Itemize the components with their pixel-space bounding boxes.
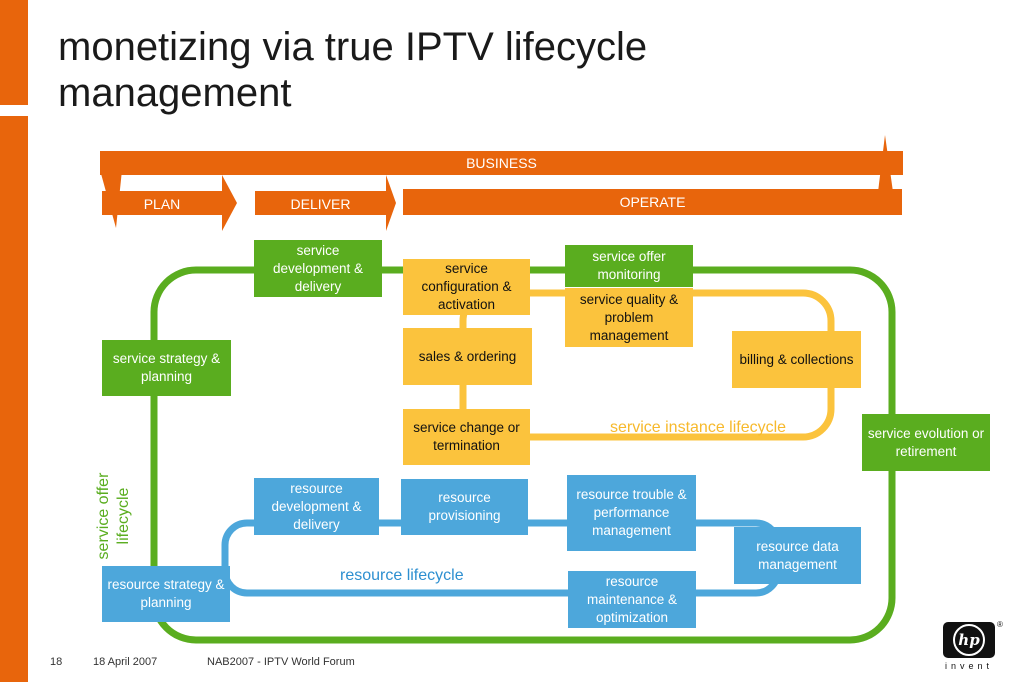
resource-lifecycle-label: resource lifecycle xyxy=(340,567,464,584)
resource-maintenance-box: resource maintenance & optimization xyxy=(568,571,696,628)
service-offer-monitoring-box: service offer monitoring xyxy=(565,245,693,287)
billing-box: billing & collections xyxy=(732,331,861,388)
deliver-label: DELIVER xyxy=(290,196,351,212)
plan-arrow-head xyxy=(222,175,237,231)
registered-mark: ® xyxy=(997,620,1003,629)
operate-bar: OPERATE xyxy=(403,189,902,215)
plan-bar: PLAN xyxy=(102,191,222,215)
service-offer-lifecycle-label: service offer lifecycle xyxy=(95,472,132,560)
page-number: 18 xyxy=(50,656,63,668)
resource-trouble-box: resource trouble & performance managemen… xyxy=(567,475,696,551)
page-title: monetizing via true IPTV lifecycle manag… xyxy=(58,25,648,115)
sales-ordering-box: sales & ordering xyxy=(403,328,532,385)
side-accent-top xyxy=(0,0,28,105)
service-strategy-box: service strategy & planning xyxy=(102,340,231,396)
service-quality-box: service quality & problem management xyxy=(565,288,693,347)
service-configuration-box: service configuration & activation xyxy=(403,259,530,315)
service-development-box: service development & delivery xyxy=(254,240,382,297)
resource-data-box: resource data management xyxy=(734,527,861,584)
business-bar: BUSINESS xyxy=(100,151,903,175)
footer-event: NAB2007 - IPTV World Forum xyxy=(207,656,355,668)
service-instance-lifecycle-label: service instance lifecycle xyxy=(610,419,787,436)
footer-date: 18 April 2007 xyxy=(93,656,158,668)
deliver-arrow-head xyxy=(386,175,396,231)
hp-invent-tagline: invent xyxy=(945,661,994,671)
operate-label: OPERATE xyxy=(619,194,686,210)
resource-development-box: resource development & delivery xyxy=(254,478,379,535)
business-label: BUSINESS xyxy=(466,155,537,171)
plan-label: PLAN xyxy=(143,196,181,212)
service-evolution-box: service evolution or retirement xyxy=(862,414,990,471)
resource-provisioning-box: resource provisioning xyxy=(401,479,528,535)
hp-logo-mark: hp xyxy=(953,624,985,656)
side-accent-bottom xyxy=(0,116,28,682)
service-change-box: service change or termination xyxy=(403,409,530,465)
hp-logo: hp xyxy=(943,622,995,658)
resource-strategy-box: resource strategy & planning xyxy=(102,566,230,622)
deliver-bar: DELIVER xyxy=(255,191,386,215)
